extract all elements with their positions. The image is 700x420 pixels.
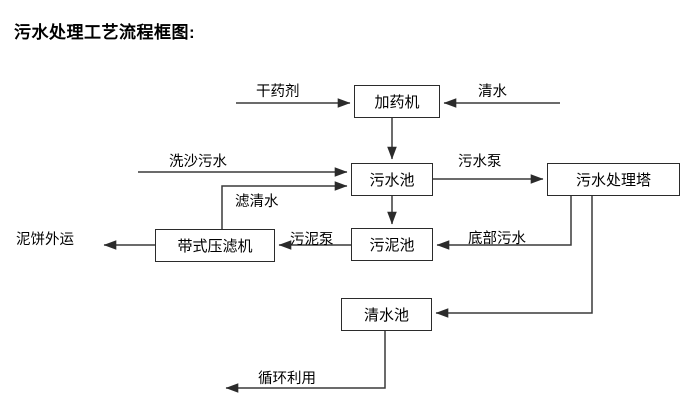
node-clean-water-pool[interactable]: 清水池	[341, 298, 432, 331]
node-label: 污泥池	[369, 237, 415, 254]
terminal-dry-chemical: 干药剂	[256, 84, 300, 100]
edge-label-filtered-clear-water: 滤清水	[235, 194, 279, 210]
node-sewage-pool[interactable]: 污水池	[351, 163, 433, 196]
edge-clean-water-pool-to-recycle	[225, 331, 386, 393]
terminal-mud-cake-transport: 泥饼外运	[16, 232, 74, 248]
node-label: 污水池	[369, 172, 415, 189]
terminal-sand-washing-sewage: 洗沙污水	[169, 154, 227, 170]
node-sewage-treatment-tower[interactable]: 污水处理塔	[547, 163, 680, 196]
node-belt-filter-press[interactable]: 带式压滤机	[155, 229, 275, 262]
node-sludge-pool[interactable]: 污泥池	[351, 228, 433, 261]
node-label: 清水池	[363, 307, 409, 324]
node-label: 污水处理塔	[575, 172, 651, 189]
edge-filtered-water-to-sewage-pool	[221, 181, 348, 229]
edge-label-recycle-reuse: 循环利用	[258, 371, 316, 387]
node-dosing-machine[interactable]: 加药机	[354, 85, 440, 118]
edge-tower-bottom-sewage-to-sludge-pool	[436, 196, 572, 250]
node-label: 加药机	[374, 94, 420, 111]
terminal-clear-water-input: 清水	[478, 84, 507, 100]
edge-label-sewage-pump: 污水泵	[458, 154, 502, 170]
edge-label-bottom-sewage: 底部污水	[468, 231, 526, 247]
node-label: 带式压滤机	[177, 238, 253, 255]
page-title: 污水处理工艺流程框图:	[14, 23, 196, 42]
edge-tower-to-clean-water-pool	[435, 196, 593, 318]
edge-label-sludge-pump: 污泥泵	[290, 232, 334, 248]
